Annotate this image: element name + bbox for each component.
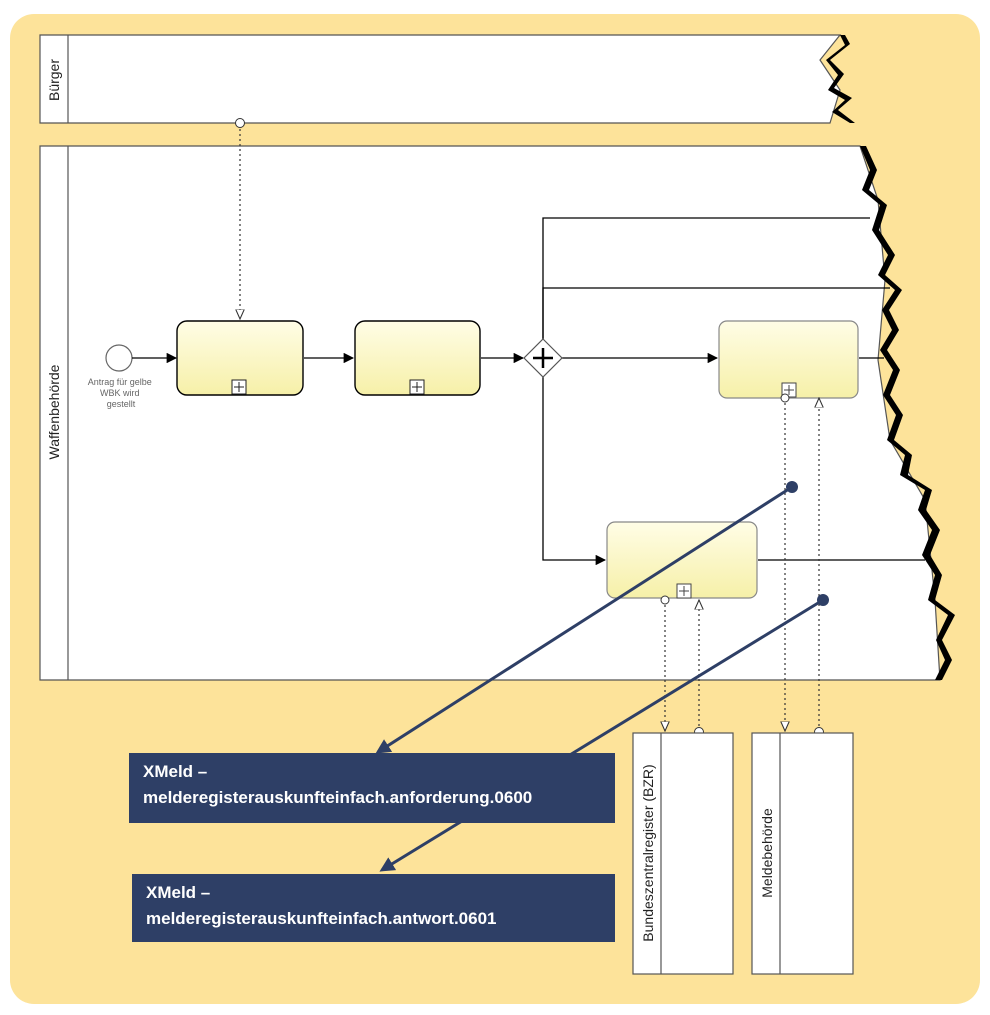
start-label-line-3: gestellt bbox=[107, 399, 136, 409]
task-2 bbox=[354, 320, 481, 396]
message-origin bbox=[780, 393, 790, 403]
plus-square-icon bbox=[676, 583, 692, 599]
task-4 bbox=[606, 521, 758, 599]
lane-buerger bbox=[39, 34, 842, 124]
lane-label-buerger: Bürger bbox=[46, 59, 62, 101]
torn-edge-waffenbehoerde bbox=[860, 146, 955, 680]
annotation-dot bbox=[817, 594, 829, 606]
message-flows-pools bbox=[665, 398, 819, 731]
parallel-gateway-icon bbox=[523, 338, 563, 378]
start-event-label: Antrag für gelbe WBK wird gestellt bbox=[88, 377, 155, 409]
start-label-line-2: WBK wird bbox=[100, 388, 140, 398]
task-3 bbox=[718, 320, 859, 399]
callout-anforderung: XMeld – melderegisterauskunfteinfach.anf… bbox=[129, 753, 615, 823]
pool-label-meldebehoerde: Meldebehörde bbox=[759, 808, 775, 898]
torn-edge-buerger bbox=[826, 35, 855, 123]
start-label-line-1: Antrag für gelbe bbox=[88, 377, 152, 387]
message-flow-origin bbox=[235, 118, 245, 128]
lane-waffenbehoerde bbox=[39, 145, 941, 681]
callout-anforderung-line-1: XMeld – bbox=[143, 762, 208, 781]
message-origin bbox=[660, 595, 670, 605]
task-1 bbox=[176, 320, 304, 396]
lane-label-waffenbehoerde: Waffenbehörde bbox=[46, 364, 62, 459]
annotation-dot bbox=[786, 481, 798, 493]
callout-antwort-line-2: melderegisterauskunfteinfach.antwort.060… bbox=[146, 909, 497, 928]
annotation-arrows bbox=[375, 485, 824, 872]
plus-square-icon bbox=[231, 379, 247, 395]
pool-meldebehoerde bbox=[751, 732, 854, 975]
pool-bzr bbox=[632, 732, 734, 975]
callout-antwort: XMeld – melderegisterauskunfteinfach.ant… bbox=[132, 874, 615, 942]
sequence-flows bbox=[132, 217, 925, 566]
callout-anforderung-line-2: melderegisterauskunfteinfach.anforderung… bbox=[143, 788, 533, 807]
plus-square-icon bbox=[409, 379, 425, 395]
callout-antwort-line-1: XMeld – bbox=[146, 883, 211, 902]
start-event bbox=[105, 344, 133, 372]
pool-label-bzr: Bundeszentralregister (BZR) bbox=[640, 764, 656, 941]
